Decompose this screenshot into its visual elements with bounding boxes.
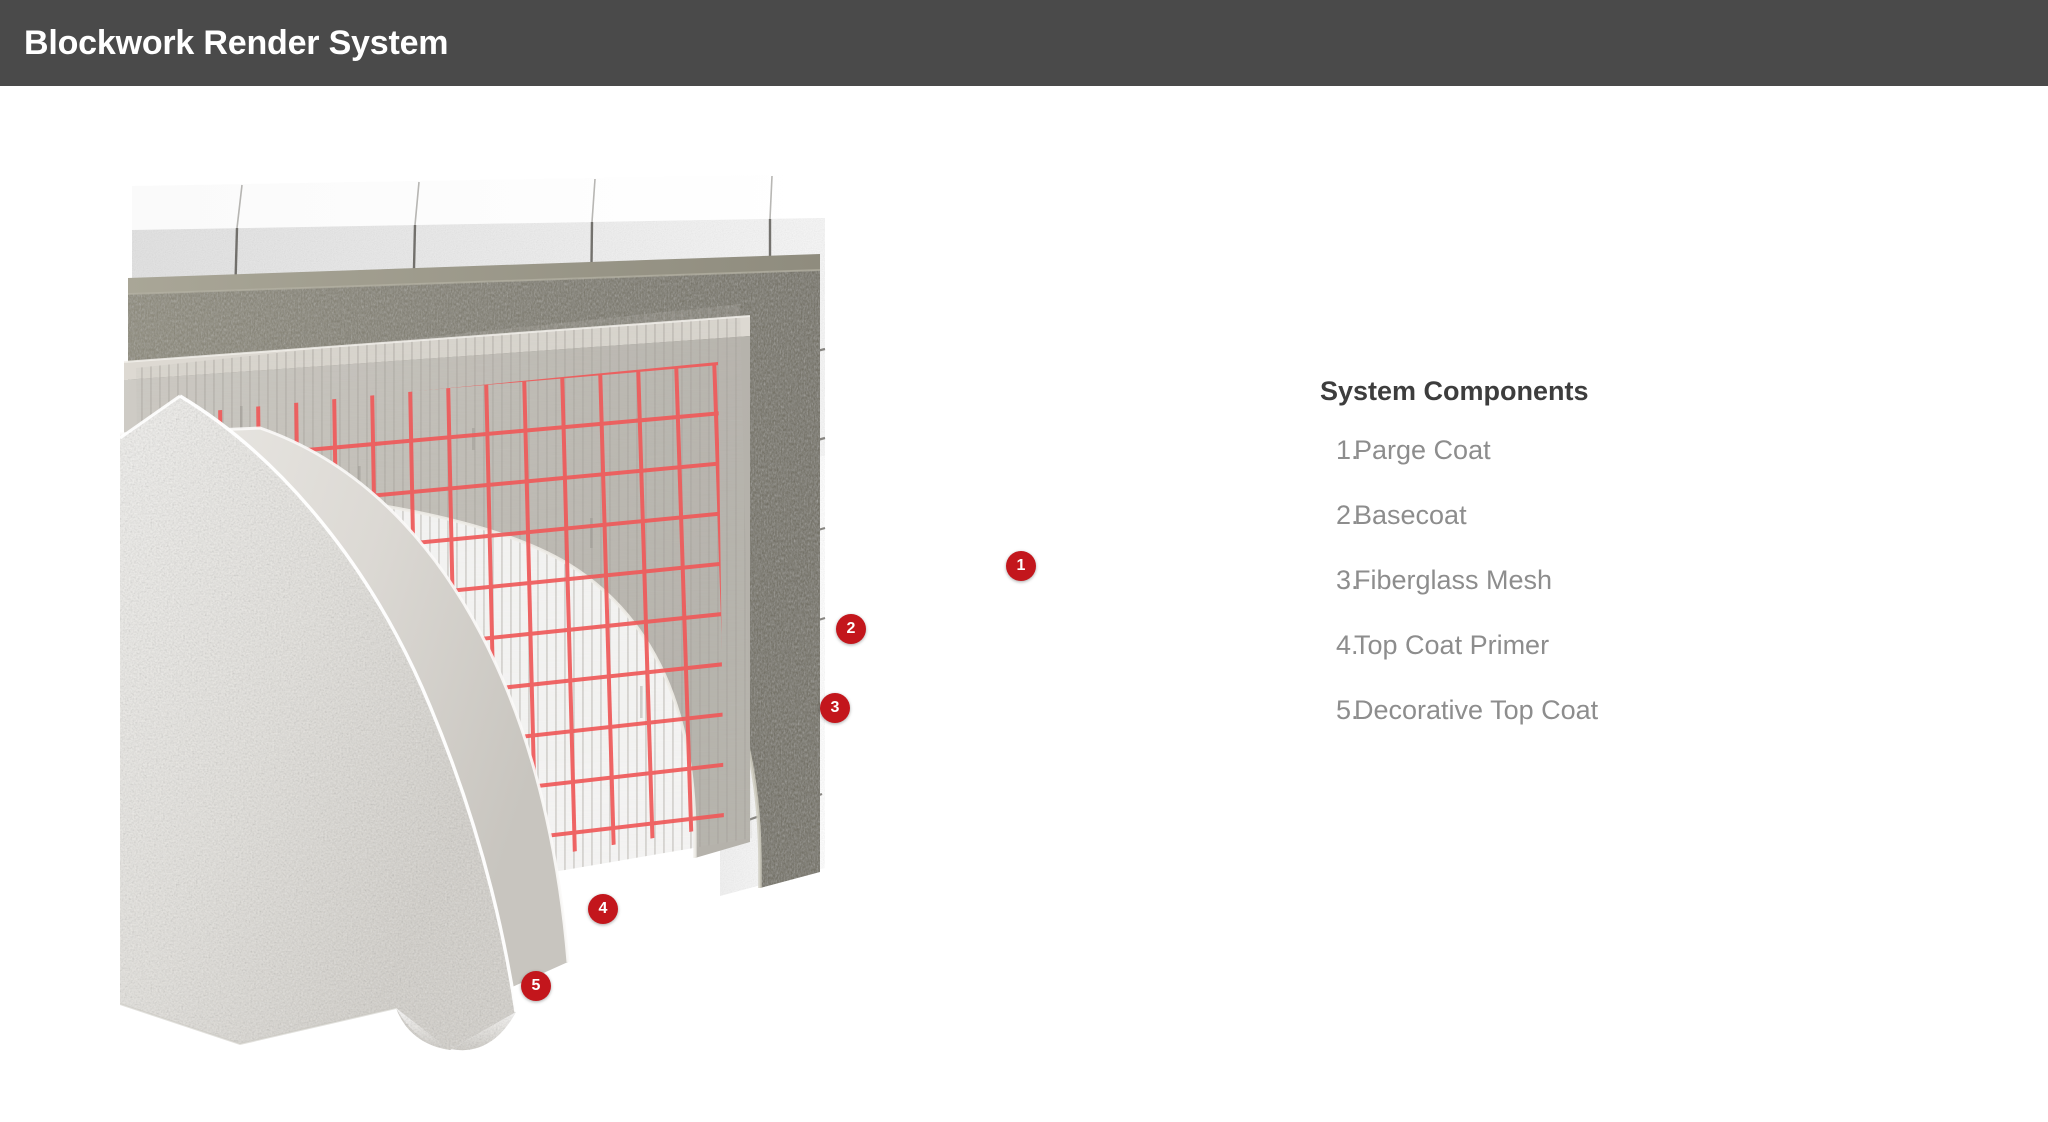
content-area: 1 2 3 4 5 System Components 1. Parge Coa… [0,86,2048,1122]
list-item-label: Decorative Top Coat [1354,695,1599,725]
list-item-index: 3. [1336,565,1359,595]
callout-marker-5-number: 5 [531,977,541,994]
list-item[interactable]: 4. Top Coat Primer [1320,632,1880,659]
callout-marker-4-number: 4 [598,900,608,917]
list-item-label: Fiberglass Mesh [1354,565,1553,595]
app-header: Blockwork Render System [0,0,2048,86]
layer-decorative-top-coat [120,394,518,1051]
list-item[interactable]: 1. Parge Coat [1320,437,1880,464]
list-item[interactable]: 2. Basecoat [1320,502,1880,529]
callout-marker-3[interactable]: 3 [820,693,850,723]
callout-marker-4[interactable]: 4 [588,894,618,924]
callout-marker-5[interactable]: 5 [521,971,551,1001]
list-item-label: Top Coat Primer [1354,630,1550,660]
list-item[interactable]: 3. Fiberglass Mesh [1320,567,1880,594]
callout-marker-1[interactable]: 1 [1006,551,1036,581]
component-list: 1. Parge Coat 2. Basecoat 3. Fiberglass … [1320,437,1880,724]
page-title: Blockwork Render System [24,24,449,62]
mortar-joints-top-bevel [236,175,773,229]
callout-marker-1-number: 1 [1016,557,1026,574]
legend-title: System Components [1320,376,1589,406]
wall-system-diagram: 1 2 3 4 5 [120,166,1160,1066]
callout-marker-2-number: 2 [846,620,856,637]
list-item-label: Parge Coat [1354,435,1491,465]
callout-marker-3-number: 3 [830,699,840,716]
list-item[interactable]: 5. Decorative Top Coat [1320,697,1880,724]
list-item-index: 1. [1336,435,1359,465]
list-item-index: 2. [1336,500,1359,530]
list-item-index: 4. [1336,630,1359,660]
callout-marker-2[interactable]: 2 [836,614,866,644]
list-item-index: 5. [1336,695,1359,725]
list-item-label: Basecoat [1354,500,1467,530]
diagram-illustration [120,174,826,1051]
system-components-panel: System Components 1. Parge Coat 2. Basec… [1320,378,1880,724]
